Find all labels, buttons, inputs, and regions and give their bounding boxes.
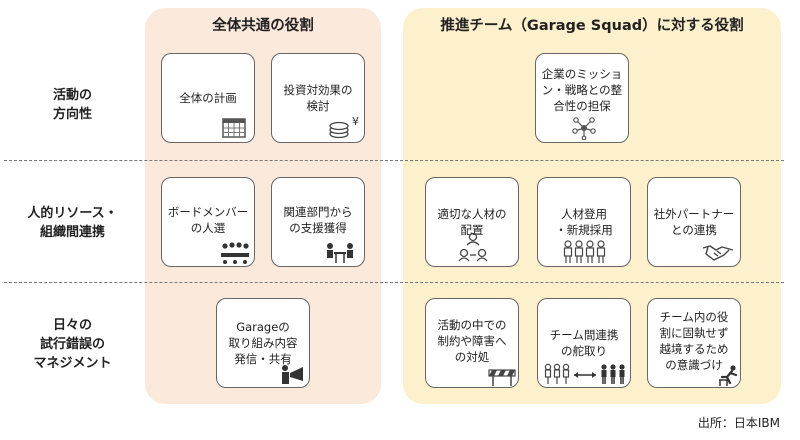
- row-label-direction: 活動の方向性: [52, 88, 92, 122]
- card-text: 関連部門から の支援獲得: [283, 205, 353, 235]
- card-team-steering: チーム間連携 の舵取り: [537, 298, 631, 388]
- card-text: 社外パートナー との連携: [653, 207, 735, 237]
- megaphone-icon: [282, 365, 303, 384]
- card-external-partner: 社外パートナー との連携: [647, 177, 741, 267]
- hurdle-runner-icon: [719, 365, 738, 386]
- card-text: 全体の計画: [179, 91, 237, 105]
- barricade-icon: [488, 369, 516, 386]
- card-board-selection: ボードメンバー の人選: [161, 177, 255, 267]
- handshake-icon: [702, 245, 734, 261]
- card-roi: 投資対効果の 検討 ¥: [271, 53, 365, 143]
- coins-yen-icon: ¥: [329, 115, 359, 139]
- card-garage-sharing: Garageの 取り組み内容 発信・共有: [216, 298, 310, 388]
- card-text: 企業のミッショ ン・戦略との整 合性の担保: [541, 67, 623, 113]
- people-arrangement-icon: [458, 232, 488, 262]
- column-title-common: 全体共通の役割: [212, 18, 314, 34]
- column-title-team: 推進チーム（Garage Squad）に対する役割: [440, 18, 744, 34]
- network-hub-icon: [572, 117, 596, 140]
- row-divider: [4, 282, 784, 283]
- calendar-icon: [222, 118, 246, 138]
- card-text: チーム間連携 の舵取り: [549, 328, 619, 358]
- team-link-icon: [544, 363, 625, 384]
- card-text: 活動の中での 制約や障害へ の対処: [437, 318, 507, 364]
- row-label-management: 日々の試行錯誤のマネジメント: [33, 318, 112, 371]
- card-talent-placement: 適切な人材の 配置: [425, 177, 519, 267]
- card-hiring: 人材登用 ・新規採用: [537, 177, 631, 267]
- row-divider: [4, 160, 784, 161]
- card-text: 適切な人材の 配置: [437, 207, 507, 237]
- card-text: ボードメンバー の人選: [167, 205, 249, 235]
- card-cross-boundary: チーム内の役 割に固執せず 越境するため の意識づけ: [647, 298, 741, 388]
- group-people-icon: [563, 240, 606, 263]
- card-overall-plan: 全体の計画: [161, 53, 255, 143]
- svg-text:¥: ¥: [352, 115, 359, 128]
- meeting-table-icon: [221, 242, 249, 264]
- desk-meeting-icon: [327, 243, 353, 263]
- card-mission-alignment: 企業のミッショ ン・戦略との整 合性の担保: [535, 53, 629, 143]
- card-text: Garageの 取り組み内容 発信・共有: [228, 320, 298, 366]
- card-text: チーム内の役 割に固執せず 越境するため の意識づけ: [659, 310, 729, 372]
- source-note: 出所：日本IBM: [697, 416, 780, 430]
- row-label-resources: 人的リソース・組織間連携: [27, 206, 118, 240]
- card-text: 投資対効果の 検討: [283, 83, 353, 113]
- card-constraint-handling: 活動の中での 制約や障害へ の対処: [425, 298, 519, 388]
- card-department-support: 関連部門から の支援獲得: [271, 177, 365, 267]
- card-text: 人材登用 ・新規採用: [555, 207, 613, 237]
